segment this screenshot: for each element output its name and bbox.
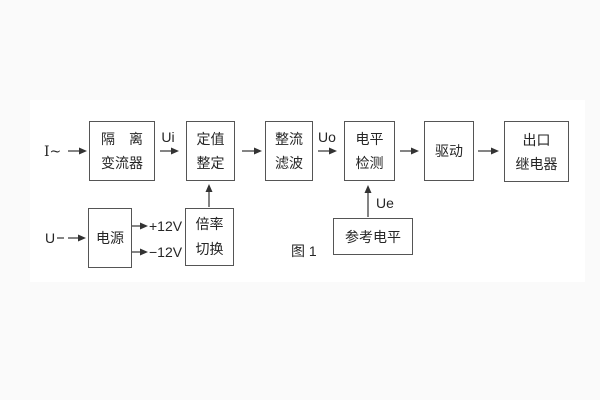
block-isolation-transformer-line2: 变流器 xyxy=(101,155,143,171)
block-power-supply: 电源 xyxy=(88,208,132,268)
block-ratio-switch: 倍率 切换 xyxy=(185,208,234,266)
block-output-relay: 出口 继电器 xyxy=(504,121,569,182)
label-ui: Ui xyxy=(161,129,175,145)
label-uo: Uo xyxy=(318,129,336,145)
block-isolation-transformer: 隔 离 变流器 xyxy=(89,121,155,181)
block-level-detect: 电平 检测 xyxy=(344,121,395,181)
wire-setting-to-rectify xyxy=(242,147,262,155)
block-isolation-transformer-line1: 隔 离 xyxy=(101,131,143,147)
block-output-relay-line2: 继电器 xyxy=(515,155,558,172)
block-ratio-switch-line1: 倍率 xyxy=(195,216,224,232)
block-drive: 驱动 xyxy=(424,121,474,181)
label-ue: Ue xyxy=(376,195,394,211)
block-setting-adjust-line2: 整定 xyxy=(196,155,225,171)
wire-ratio-up-arrow xyxy=(205,184,213,207)
wire-detect-to-drive xyxy=(400,147,419,155)
wire-ui xyxy=(160,147,179,155)
block-ratio-switch-line2: 切换 xyxy=(195,241,224,257)
block-reference-level: 参考电平 xyxy=(333,218,413,255)
wire-u-input xyxy=(57,234,86,242)
block-level-detect-line1: 电平 xyxy=(355,131,384,147)
wire-uo xyxy=(318,147,337,155)
block-output-relay-line1: 出口 xyxy=(522,131,551,148)
wire-plus12v xyxy=(132,222,148,230)
block-rectify-filter-line1: 整流 xyxy=(275,131,303,147)
figure-caption: 图 1 xyxy=(291,243,317,259)
block-rectify-filter-line2: 滤波 xyxy=(275,155,303,171)
wire-drive-to-relay xyxy=(478,147,499,155)
label-plus12v: +12V xyxy=(149,218,183,234)
block-level-detect-line2: 检测 xyxy=(355,155,384,171)
block-setting-adjust-line1: 定值 xyxy=(196,131,225,147)
label-minus12v: −12V xyxy=(149,244,183,260)
label-input-current: I~ xyxy=(44,144,62,160)
block-power-supply-line1: 电源 xyxy=(96,230,124,246)
label-input-voltage: U xyxy=(45,230,56,246)
wire-i-input xyxy=(68,147,87,155)
wire-minus12v xyxy=(132,248,148,256)
block-rectify-filter: 整流 滤波 xyxy=(265,121,313,181)
block-reference-level-line1: 参考电平 xyxy=(345,228,401,245)
block-drive-line1: 驱动 xyxy=(435,143,463,159)
block-setting-adjust: 定值 整定 xyxy=(186,121,235,181)
wire-ue-up-arrow xyxy=(364,185,372,217)
